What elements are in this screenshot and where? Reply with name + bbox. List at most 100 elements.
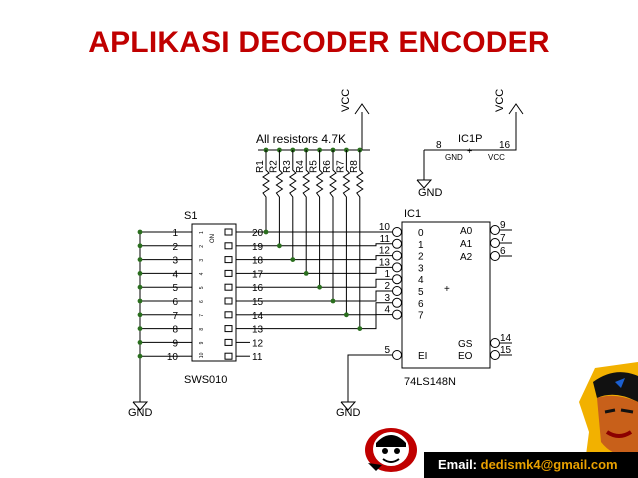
junction-dot	[277, 243, 282, 249]
switch-pin-left: 8	[172, 325, 178, 336]
ic1-body	[401, 221, 491, 369]
switch-toggle	[224, 242, 233, 250]
ic1-input-label: 3	[418, 263, 424, 274]
switch-pin-left: 2	[172, 242, 178, 253]
switch-pin-left: 5	[172, 283, 178, 294]
input-wire	[346, 302, 392, 316]
resistor-label: R2	[268, 160, 279, 173]
inverting-bubble	[392, 227, 402, 237]
ic1-input-label: 0	[418, 228, 424, 239]
switch-pin-right: 15	[252, 297, 264, 308]
ic1-output-label: A1	[460, 239, 473, 250]
vcc-arrow	[508, 103, 524, 115]
inverting-bubble	[392, 297, 402, 308]
switch-pin-left: 10	[167, 352, 179, 363]
junction-dot	[137, 284, 143, 290]
resistor-note: All resistors 4.7K	[256, 132, 346, 146]
switch-ref: S1	[184, 210, 197, 222]
ic1-input-pin: 2	[384, 281, 390, 292]
switch-toggle	[224, 338, 233, 346]
switch-toggle-number: 4	[199, 272, 205, 275]
junction-dot	[137, 243, 143, 249]
switch-toggle-number: 8	[199, 328, 205, 331]
inverting-bubble	[392, 309, 402, 320]
switch-toggle	[224, 325, 233, 333]
inverting-bubble	[392, 350, 402, 360]
email-banner: Email: dedismk4@gmail.com	[424, 452, 638, 478]
ic1-input-pin: 1	[384, 269, 390, 280]
switch-toggle-number: 10	[199, 352, 205, 358]
ic1-status-label: EO	[458, 351, 473, 362]
ground-label: GND	[418, 187, 443, 199]
ic1-input-label: 1	[418, 240, 424, 251]
wires	[139, 112, 517, 402]
ic1-part: 74LS148N	[404, 376, 456, 388]
ic1-input-pin: 3	[384, 293, 390, 304]
switch-toggle	[224, 311, 233, 319]
switch-pin-right: 14	[252, 311, 264, 322]
ic1p-ref: IC1P	[458, 133, 482, 145]
input-wire	[319, 278, 392, 288]
ic1-output-label: A2	[460, 252, 473, 263]
ic1p-vcc-wire	[508, 112, 517, 151]
ic1-input-label: 4	[418, 275, 424, 286]
resistor-zigzag	[355, 150, 364, 208]
switch-part: SWS010	[184, 374, 227, 386]
junction-dot	[137, 326, 143, 331]
ic1-status-label: GS	[458, 339, 473, 350]
resistor-label: R3	[282, 160, 293, 173]
switch-pin-left: 1	[172, 228, 178, 239]
ground-symbol	[340, 401, 357, 411]
inverting-bubble	[392, 286, 402, 296]
switch-toggle-number: 6	[199, 300, 205, 303]
junction-dot	[137, 353, 143, 359]
junction-dot	[357, 326, 363, 331]
switch-pin-right: 17	[252, 269, 264, 280]
ic1-status-pin: 15	[500, 345, 512, 356]
inverting-bubble	[490, 225, 500, 235]
vcc-label: VCC	[494, 89, 506, 112]
inverting-bubble	[490, 338, 500, 348]
ground-symbol	[416, 179, 433, 189]
inverting-bubble	[392, 262, 402, 273]
switch-pin-right: 12	[252, 338, 264, 349]
switch-pin-right: 18	[252, 256, 264, 267]
ic1-input-label: 6	[418, 299, 424, 310]
junction-dot	[317, 284, 322, 290]
resistor-zigzag	[262, 150, 270, 208]
resistor-label: R4	[295, 160, 306, 173]
switch-toggle	[224, 256, 233, 264]
input-wire	[306, 266, 392, 274]
switch-body	[191, 223, 237, 362]
switch-toggle	[224, 269, 233, 277]
inverting-bubble	[490, 350, 500, 360]
ic1-input-pin: 12	[379, 246, 391, 257]
junction-dot	[137, 229, 143, 235]
ic1p-pin: 8	[436, 140, 442, 151]
resistor-zigzag	[275, 150, 284, 208]
resistor-label: R8	[349, 160, 360, 173]
switch-toggle	[224, 352, 233, 360]
vcc-label: VCC	[340, 89, 352, 112]
ic1-input-label: 5	[418, 287, 424, 298]
ic1-input-pin: 10	[379, 222, 391, 233]
inverting-bubble	[490, 238, 500, 248]
switch-toggle-number: 5	[199, 286, 205, 289]
switch-pin-left: 4	[172, 269, 178, 280]
email-label: Email:	[438, 457, 478, 472]
resistor-zigzag	[302, 150, 311, 208]
ic1-input-pin: 13	[379, 257, 391, 268]
ic1-center-mark: +	[444, 284, 450, 295]
ic1-output-label: A0	[460, 226, 473, 237]
switch-pin-right: 19	[252, 242, 264, 253]
switch-pin-left: 9	[172, 338, 178, 349]
switch-toggle-number: 7	[199, 314, 205, 317]
ic1-input-pin: 11	[380, 234, 391, 245]
ic1p-vcc-label: VCC	[488, 153, 505, 162]
switch-pin-right: 20	[252, 228, 264, 239]
junction-dots	[137, 147, 363, 359]
switch-pin-left: 6	[172, 297, 178, 308]
junction-dot	[344, 312, 349, 318]
